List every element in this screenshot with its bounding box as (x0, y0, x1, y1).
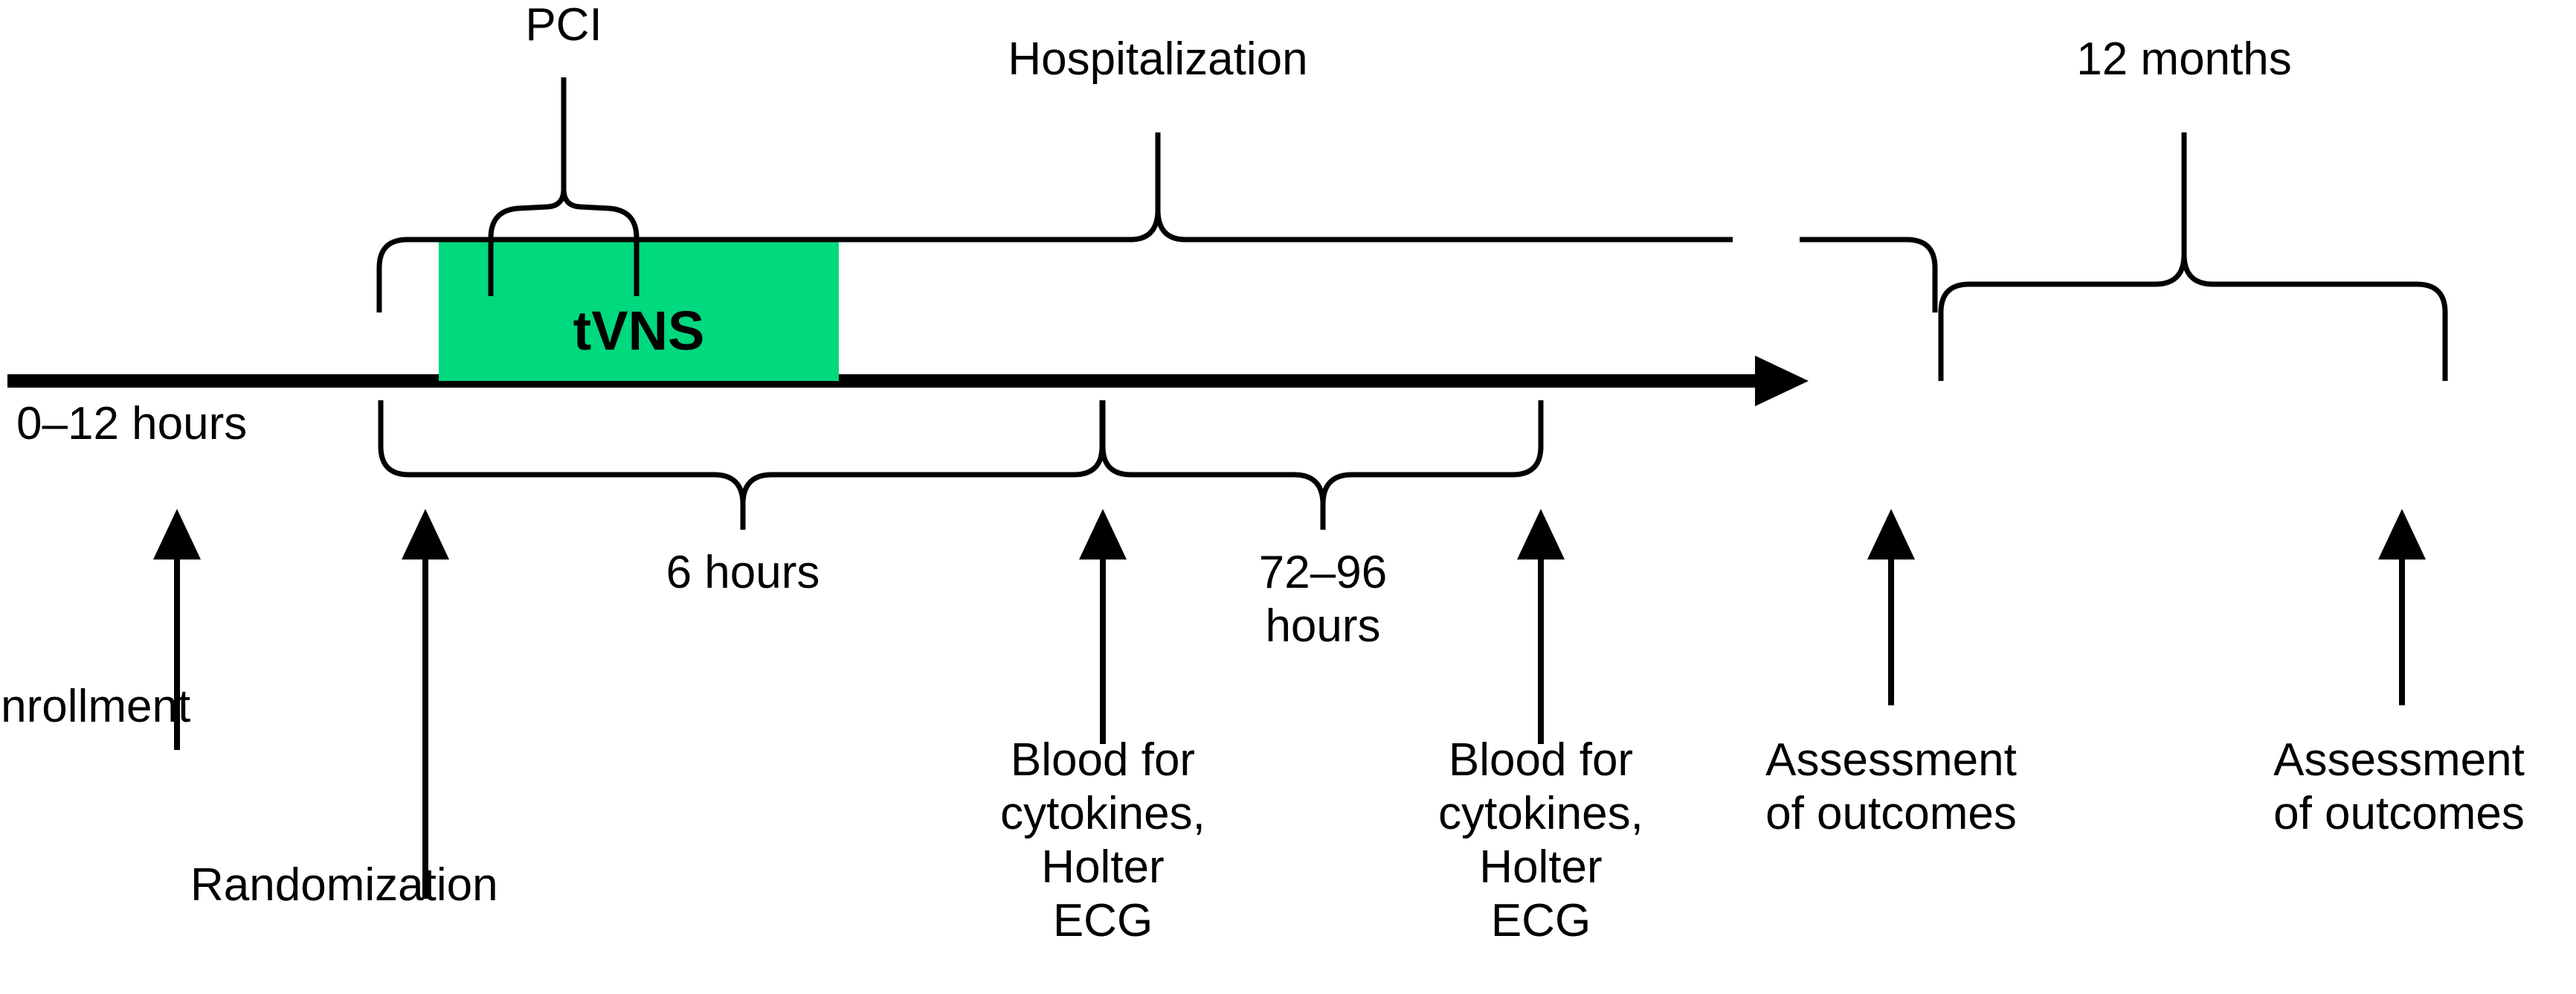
event-marker-blood-draw-1: Blood for cytokines, Holter ECG (1000, 509, 1205, 946)
blood-draw-1-label-line3: Holter (1041, 841, 1164, 893)
six-hours-brace (378, 400, 1105, 506)
enrollment-label: Enrollment (0, 681, 190, 732)
seventy-two-ninety-six-hours-label-line2: hours (1265, 600, 1380, 652)
event-marker-enrollment: Enrollment (0, 509, 201, 750)
assessment-2-label-line2: of outcomes (2273, 788, 2525, 839)
tvns-box-label: tVNS (573, 300, 705, 362)
seventy-two-ninety-six-hours-brace (1100, 400, 1544, 506)
assessment-1-arrowhead-icon (1867, 509, 1915, 559)
blood-draw-2-label-line2: cytokines, (1438, 788, 1643, 839)
randomization-arrowhead-icon (402, 509, 449, 559)
zero-twelve-hours-label: 0–12 hours (16, 398, 247, 449)
blood-draw-2-arrowhead-icon (1517, 509, 1565, 559)
assessment-2-label-line1: Assessment (2273, 734, 2525, 786)
event-marker-assessment-2: Assessment of outcomes (2273, 509, 2525, 839)
randomization-label: Randomization (190, 859, 498, 911)
assessment-1-label-line1: Assessment (1765, 734, 2017, 786)
hospitalization-brace-right-hook (1800, 237, 1938, 312)
seventy-two-ninety-six-hours-label-line1: 72–96 (1259, 547, 1387, 598)
blood-draw-1-label-line1: Blood for (1011, 734, 1195, 786)
pci-label: PCI (525, 0, 602, 51)
hospitalization-label: Hospitalization (1008, 33, 1307, 85)
blood-draw-1-label-line4: ECG (1053, 895, 1153, 946)
blood-draw-2-label-line3: Holter (1479, 841, 1602, 893)
blood-draw-2-label-line4: ECG (1491, 895, 1591, 946)
hospitalization-brace (376, 208, 1733, 312)
event-marker-randomization: Randomization (190, 509, 498, 911)
enrollment-arrowhead-icon (153, 509, 201, 559)
blood-draw-1-label-line2: cytokines, (1000, 788, 1205, 839)
event-marker-blood-draw-2: Blood for cytokines, Holter ECG (1438, 509, 1643, 946)
blood-draw-2-label-line1: Blood for (1449, 734, 1633, 786)
six-hours-label: 6 hours (666, 547, 820, 598)
twelve-months-label: 12 months (2076, 33, 2292, 85)
assessment-2-arrowhead-icon (2378, 509, 2426, 559)
timeline-arrowhead-icon (1755, 356, 1809, 406)
assessment-1-label-line2: of outcomes (1765, 788, 2017, 839)
twelve-months-brace (1938, 253, 2448, 381)
blood-draw-1-arrowhead-icon (1079, 509, 1127, 559)
event-marker-assessment-1: Assessment of outcomes (1765, 509, 2017, 839)
